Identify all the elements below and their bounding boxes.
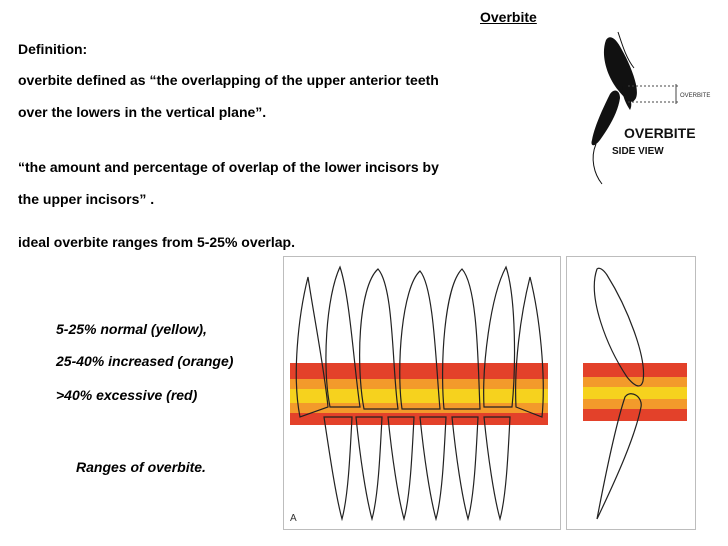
lower-tooth-2 xyxy=(355,416,383,522)
overbite-side-view-diagram: OVERBITE OVERBITE SIDE VIEW xyxy=(591,31,710,185)
side-view-panel: B xyxy=(566,256,696,530)
figure-caption: Ranges of overbite. xyxy=(76,459,206,475)
label-a: A xyxy=(290,513,297,524)
diagram-heading: OVERBITE xyxy=(624,125,696,141)
range-excessive: >40% excessive (red) xyxy=(56,387,198,403)
range-increased: 25-40% increased (orange) xyxy=(56,353,234,369)
upper-crown-shape xyxy=(622,86,632,110)
side-band-increased-bottom xyxy=(583,399,687,409)
upper-tooth-3 xyxy=(359,268,399,410)
lower-incisor-shape xyxy=(591,90,620,146)
side-upper-incisor xyxy=(593,267,645,387)
upper-root-outline xyxy=(617,31,635,69)
upper-tooth-5 xyxy=(441,268,481,410)
definition-line-2: over the lowers in the vertical plane”. xyxy=(18,104,267,120)
upper-tooth-2 xyxy=(325,265,361,408)
front-view-panel: A xyxy=(283,256,561,530)
side-band-excessive-bottom xyxy=(583,409,687,421)
side-band-increased-top xyxy=(583,377,687,387)
quote-line-2: the upper incisors” . xyxy=(18,191,155,207)
band-excessive-bottom xyxy=(290,413,548,425)
upper-incisor-shape xyxy=(603,37,637,102)
definition-heading: Definition: xyxy=(18,41,88,57)
side-lower-incisor xyxy=(596,393,642,520)
upper-tooth-4 xyxy=(399,270,441,410)
side-band-excessive-top xyxy=(583,363,687,377)
slide-title: Overbite xyxy=(480,9,537,25)
upper-tooth-1 xyxy=(295,276,329,418)
diagram-subheading: SIDE VIEW xyxy=(612,146,664,157)
upper-tooth-6 xyxy=(483,265,516,408)
ideal-range-text: ideal overbite ranges from 5-25% overlap… xyxy=(18,234,295,250)
lower-tooth-6 xyxy=(483,416,511,522)
side-band-normal xyxy=(583,387,687,399)
dimension-label: OVERBITE xyxy=(680,93,710,99)
band-increased-top xyxy=(290,379,548,389)
band-increased-bottom xyxy=(290,403,548,413)
lower-tooth-3 xyxy=(387,416,415,522)
range-normal: 5-25% normal (yellow), xyxy=(56,321,207,337)
definition-line-1: overbite defined as “the overlapping of … xyxy=(18,72,439,88)
upper-tooth-7 xyxy=(515,276,544,418)
lower-tooth-4 xyxy=(419,416,447,522)
band-excessive-top xyxy=(290,363,548,379)
lower-tooth-5 xyxy=(451,416,479,522)
quote-line-1: “the amount and percentage of overlap of… xyxy=(18,159,439,175)
lower-root-outline xyxy=(592,143,603,185)
lower-tooth-1 xyxy=(323,416,353,522)
